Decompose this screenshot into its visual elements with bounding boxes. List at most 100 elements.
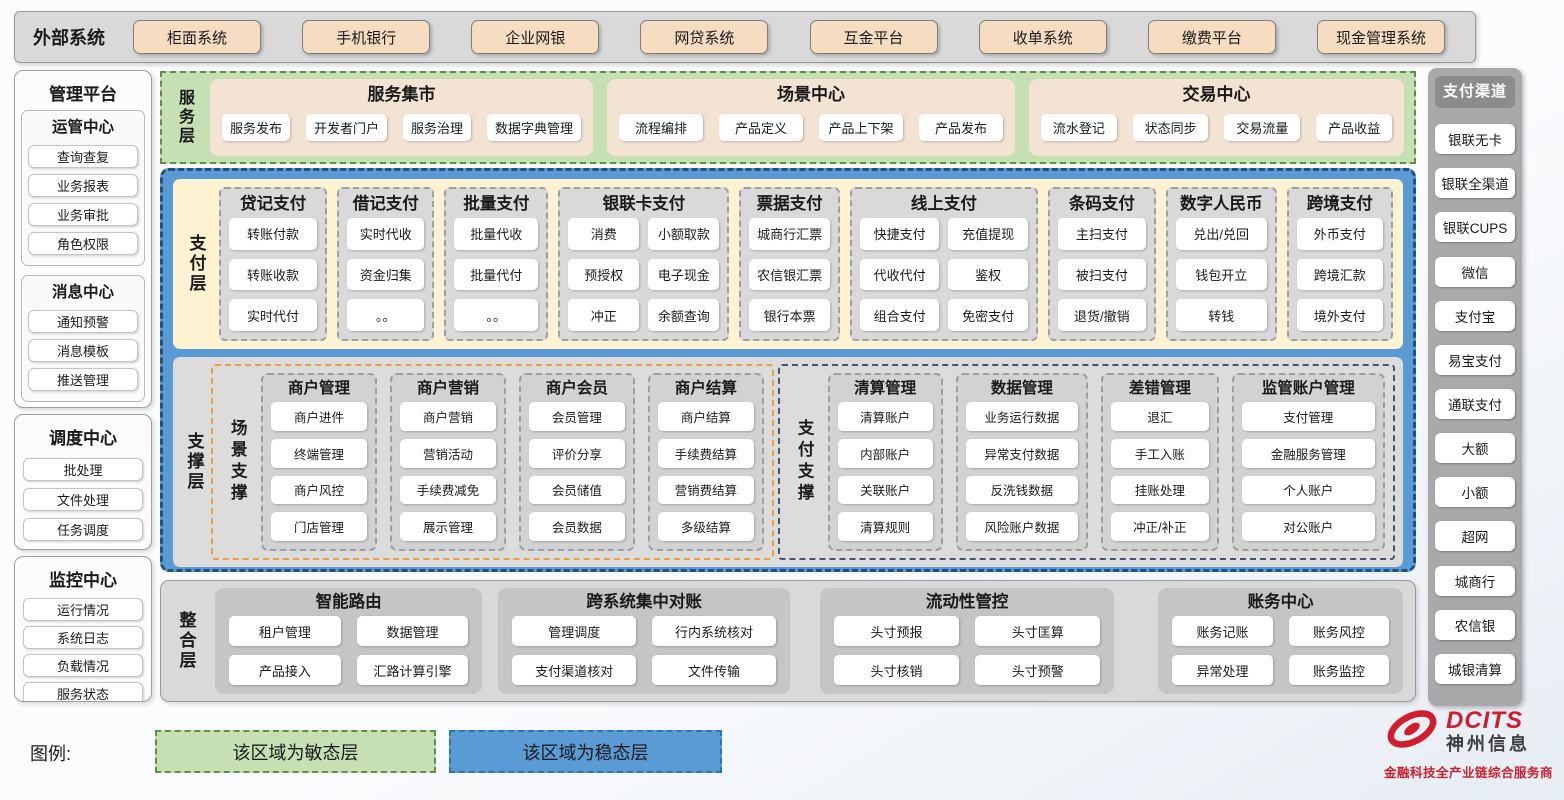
support-item-box: 反洗钱数据 [965,475,1079,505]
external-systems-items: 柜面系统手机银行企业网银网贷系统互金平台收单系统缴费平台现金管理系统 [133,20,1475,54]
payment-item-box: 消费 [568,218,640,250]
logo-tagline-text: 金融科技全产业链综合服务商 [1384,766,1554,780]
payment-item-box: 。。 [347,299,425,332]
support-group-items: 清算账户内部账户关联账户清算规则 [837,402,933,541]
payment-item-box: 冲正 [568,299,640,331]
service-layer-label: 服务层 [176,89,193,146]
service-item-box: 流水登记 [1040,114,1117,141]
integration-item-box: 支付渠道核对 [512,655,637,685]
payment-channel-box: 支付宝 [1435,300,1515,331]
dcits-swirl-icon [1384,706,1440,757]
management-item-box: 负载情况 [23,654,143,677]
management-item-box: 运行情况 [23,598,143,621]
payment-layer: 支付层 贷记支付 转账付款转账收款实时代付 借记支付 实时代收资金归集。。 批量… [173,179,1403,349]
support-item-box: 营销费结算 [657,475,754,505]
credit-payment-group: 贷记支付 转账付款转账收款实时代付 [219,187,328,341]
integration-item-box: 账务风控 [1288,616,1389,646]
payment-item-box: 被扫支付 [1057,258,1146,291]
support-group-title: 商户结算 [674,380,737,397]
support-item-box: 营销活动 [399,438,496,468]
online-payment-group: 线上支付 快捷支付充值提现代收代付鉴权组合支付免密支付 [849,187,1038,341]
payment-item-box: 转钱 [1175,299,1267,332]
pay-group-items: 主扫支付被扫支付退货/撤销 [1057,218,1146,332]
payment-item-box: 充值提现 [948,218,1028,250]
integration-item-box: 文件传输 [652,655,776,685]
management-item-box: 任务调度 [23,518,143,541]
support-group-items: 会员管理评价分享会员储值会员数据 [528,402,625,541]
support-item-box: 手续费减免 [399,475,496,505]
data-management-group: 数据管理 业务运行数据异常支付数据反洗钱数据风险账户数据 [955,373,1089,551]
payment-item-box: 实时代付 [229,299,318,332]
unionpay-card-group: 银联卡支付 消费小额取款预授权电子现金冲正余额查询 [558,187,730,341]
management-item-box: 推送管理 [28,368,138,391]
payment-item-box: 农信银汇票 [749,258,830,291]
support-group-title: 差错管理 [1128,380,1191,397]
integration-layer: 整合层 智能路由 租户管理数据管理产品接入汇路计算引擎 跨系统集中对账 管理调度… [160,580,1416,702]
crossborder-payment-group: 跨境支付 外币支付跨境汇款境外支付 [1286,187,1394,341]
service-item-box: 产品定义 [719,114,803,141]
payment-item-box: 实时代收 [347,218,425,250]
accounting-center-group: 账务中心 账务记账账务风控异常处理账务监控 [1158,588,1403,694]
support-item-box: 业务运行数据 [965,402,1079,431]
integration-group-title: 流动性管控 [925,593,1009,611]
service-item-box: 产品发布 [918,114,1003,141]
pay-group-items: 转账付款转账收款实时代付 [229,218,318,332]
integration-group-items: 账务记账账务风控异常处理账务监控 [1172,616,1389,685]
external-system-box: 网贷系统 [640,20,769,54]
payment-channel-box: 银联CUPS [1435,212,1515,243]
ops-center-title: 运管中心 [51,119,114,136]
support-item-box: 挂账处理 [1111,475,1209,505]
external-system-box: 缴费平台 [1147,20,1276,54]
liquidity-control-group: 流动性管控 头寸预报头寸匡算头寸核销头寸预警 [819,588,1115,694]
support-item-box: 会员管理 [528,402,625,431]
support-item-box: 风险账户数据 [965,512,1079,541]
support-item-box: 个人账户 [1241,475,1375,505]
payment-item-box: 跨境汇款 [1296,258,1384,291]
pay-group-title: 数字人民币 [1179,195,1263,213]
management-platform-title: 管理平台 [49,85,117,104]
pay-group-title: 条码支付 [1068,195,1135,213]
ops-center-group: 运管中心 查询查复业务报表业务审批角色权限 [21,110,145,266]
payment-channel-box: 农信银 [1435,609,1515,640]
support-item-box: 评价分享 [528,438,625,468]
support-item-box: 退汇 [1111,402,1209,431]
support-item-box: 手工入账 [1111,438,1209,468]
payment-item-box: 代收代付 [859,258,940,291]
integration-item-box: 头寸预警 [975,655,1101,685]
service-item-box: 流程编排 [619,114,704,141]
management-item-box: 批处理 [23,458,143,481]
support-item-box: 关联账户 [837,475,933,505]
merchant-member-group: 商户会员 会员管理评价分享会员储值会员数据 [518,373,635,551]
merchant-marketing-group: 商户营销 商户营销营销活动手续费减免展示管理 [389,373,506,551]
payment-item-box: 余额查询 [648,299,720,331]
payment-channel-box: 城商行 [1435,565,1515,596]
payment-item-box: 城商行汇票 [749,218,830,250]
payment-support-section: 支付支撑 清算管理 清算账户内部账户关联账户清算规则 数据管理 业务运行数据异常… [777,364,1395,560]
digital-rmb-group: 数字人民币 兑出/兑回钱包开立转钱 [1165,187,1277,341]
payment-item-box: 境外支付 [1296,299,1384,332]
payment-channel-box: 银联全渠道 [1435,168,1515,199]
service-item-box: 开发者门户 [306,114,388,141]
external-systems-bar: 外部系统 柜面系统手机银行企业网银网贷系统互金平台收单系统缴费平台现金管理系统 [14,11,1476,63]
payment-item-box: 外币支付 [1296,218,1384,250]
support-item-box: 商户风控 [271,475,367,505]
support-item-box: 支付管理 [1241,402,1375,431]
payment-channel-box: 大额 [1435,433,1515,464]
merchant-settlement-group: 商户结算 商户结算手续费结算营销费结算多级结算 [647,373,764,551]
message-center-group: 消息中心 通知预警消息模板推送管理 [21,275,145,402]
support-group-items: 商户营销营销活动手续费减免展示管理 [399,402,496,541]
management-item-box: 角色权限 [28,232,138,255]
support-group-title: 商户营销 [416,380,479,397]
integration-group-title: 账务中心 [1247,593,1314,611]
integration-item-box: 租户管理 [229,616,341,646]
support-group-items: 商户进件终端管理商户风控门店管理 [271,402,367,541]
external-system-box: 企业网银 [471,20,600,54]
management-platform-panel: 管理平台 运管中心 查询查复业务报表业务审批角色权限 消息中心 通知预警消息模板… [14,70,152,408]
external-systems-label: 外部系统 [33,28,105,48]
support-group-items: 支付管理金融服务管理个人账户对公账户 [1241,402,1375,541]
management-item-box: 文件处理 [23,488,143,511]
integration-item-box: 数据管理 [356,616,469,646]
pay-group-title: 贷记支付 [240,195,307,213]
support-item-box: 会员数据 [528,512,625,541]
